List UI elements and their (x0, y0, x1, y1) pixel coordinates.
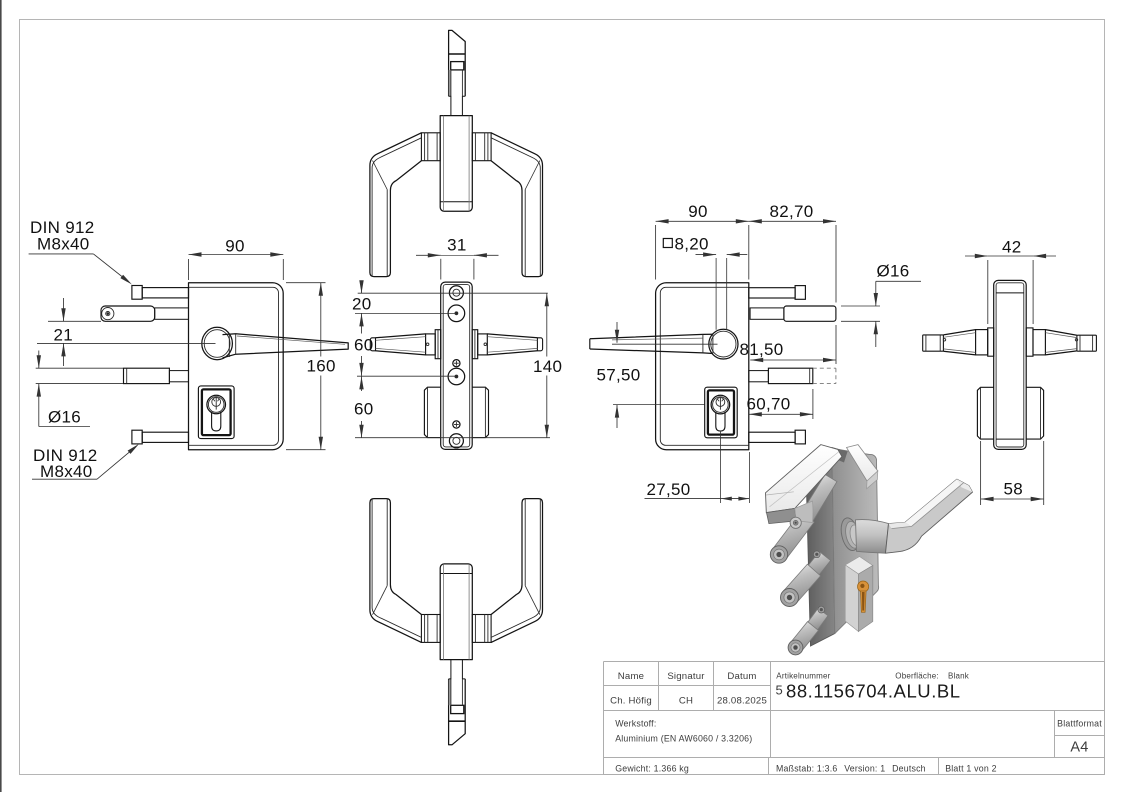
svg-text:Signatur: Signatur (667, 671, 705, 682)
svg-text:57,50: 57,50 (597, 366, 641, 385)
svg-text:88.1156704.ALU.BL: 88.1156704.ALU.BL (786, 680, 961, 701)
svg-text:Artikelnummer: Artikelnummer (776, 672, 830, 681)
svg-text:DIN 912: DIN 912 (33, 446, 97, 465)
svg-text:DIN 912: DIN 912 (30, 218, 94, 237)
svg-text:90: 90 (688, 202, 708, 221)
svg-text:Blattformat: Blattformat (1057, 719, 1102, 729)
svg-text:140: 140 (533, 357, 562, 376)
svg-text:Aluminium (EN AW6060 / 3.3206): Aluminium (EN AW6060 / 3.3206) (615, 734, 752, 744)
svg-text:Ch. Höfig: Ch. Höfig (610, 695, 652, 706)
svg-text:31: 31 (447, 236, 467, 255)
svg-text:28.08.2025: 28.08.2025 (717, 695, 767, 706)
svg-text:CH: CH (679, 695, 693, 706)
svg-text:27,50: 27,50 (647, 480, 691, 499)
svg-text:Ø16: Ø16 (48, 408, 81, 427)
svg-text:90: 90 (225, 236, 245, 255)
svg-text:160: 160 (307, 357, 336, 376)
svg-text:Blatt 1 von 2: Blatt 1 von 2 (945, 764, 997, 774)
svg-text:Ø16: Ø16 (877, 262, 910, 281)
svg-text:42: 42 (1002, 237, 1022, 256)
svg-text:60: 60 (354, 335, 374, 354)
svg-text:Maßstab: 1:3.6: Maßstab: 1:3.6 (776, 764, 837, 774)
svg-text:81,50: 81,50 (740, 340, 784, 359)
svg-text:20: 20 (352, 295, 372, 314)
svg-text:5: 5 (776, 683, 783, 698)
svg-text:Oberfläche:: Oberfläche: (895, 672, 939, 681)
svg-text:21: 21 (54, 325, 74, 344)
svg-text:M8x40: M8x40 (40, 462, 93, 481)
svg-text:58: 58 (1004, 480, 1024, 499)
svg-text:60: 60 (354, 400, 374, 419)
svg-text:Werkstoff:: Werkstoff: (615, 719, 656, 729)
svg-text:Deutsch: Deutsch (892, 764, 926, 774)
svg-text:8,20: 8,20 (675, 235, 709, 254)
svg-text:60,70: 60,70 (747, 394, 791, 413)
svg-text:Gewicht: 1.366 kg: Gewicht: 1.366 kg (615, 764, 689, 774)
svg-text:M8x40: M8x40 (37, 234, 90, 253)
svg-text:Version: 1: Version: 1 (844, 764, 885, 774)
svg-text:82,70: 82,70 (770, 202, 814, 221)
svg-text:Datum: Datum (727, 671, 756, 682)
svg-text:Blank: Blank (948, 672, 970, 681)
svg-text:Name: Name (618, 671, 644, 682)
svg-text:A4: A4 (1070, 740, 1088, 756)
